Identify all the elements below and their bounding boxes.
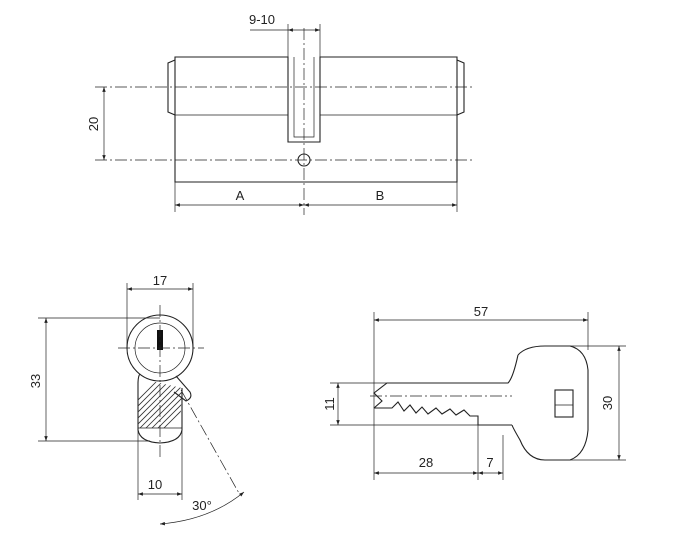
dim-bottom-width: 10 bbox=[148, 477, 162, 492]
dim-cam-angle: 30° bbox=[192, 498, 212, 513]
key-cuts bbox=[374, 401, 512, 426]
dim-cam-width: 9-10 bbox=[249, 12, 275, 27]
dim-height: 33 bbox=[28, 374, 43, 388]
dim-blade-height: 11 bbox=[322, 397, 337, 411]
dim-length-a: A bbox=[236, 188, 245, 203]
cylinder-right-end bbox=[456, 59, 465, 116]
dim-step: 7 bbox=[486, 455, 493, 470]
dim-head-height: 30 bbox=[600, 396, 615, 410]
key-view: 57 11 30 28 7 bbox=[322, 304, 626, 480]
dim-length-b: B bbox=[376, 188, 385, 203]
key-head bbox=[511, 345, 589, 461]
dim-cut-length: 28 bbox=[419, 455, 433, 470]
cam bbox=[173, 375, 192, 402]
cylinder-side-view: 9-10 20 A B bbox=[86, 12, 475, 215]
dim-width: 17 bbox=[153, 273, 167, 288]
key-blade bbox=[373, 354, 519, 409]
cylinder-left-end bbox=[167, 59, 176, 116]
cylinder-profile-view: 17 33 10 30° bbox=[28, 273, 245, 526]
cylinder-body-outline bbox=[174, 56, 458, 183]
dim-axis-offset: 20 bbox=[86, 117, 101, 131]
key-logo bbox=[554, 389, 574, 418]
dim-key-length: 57 bbox=[474, 304, 488, 319]
